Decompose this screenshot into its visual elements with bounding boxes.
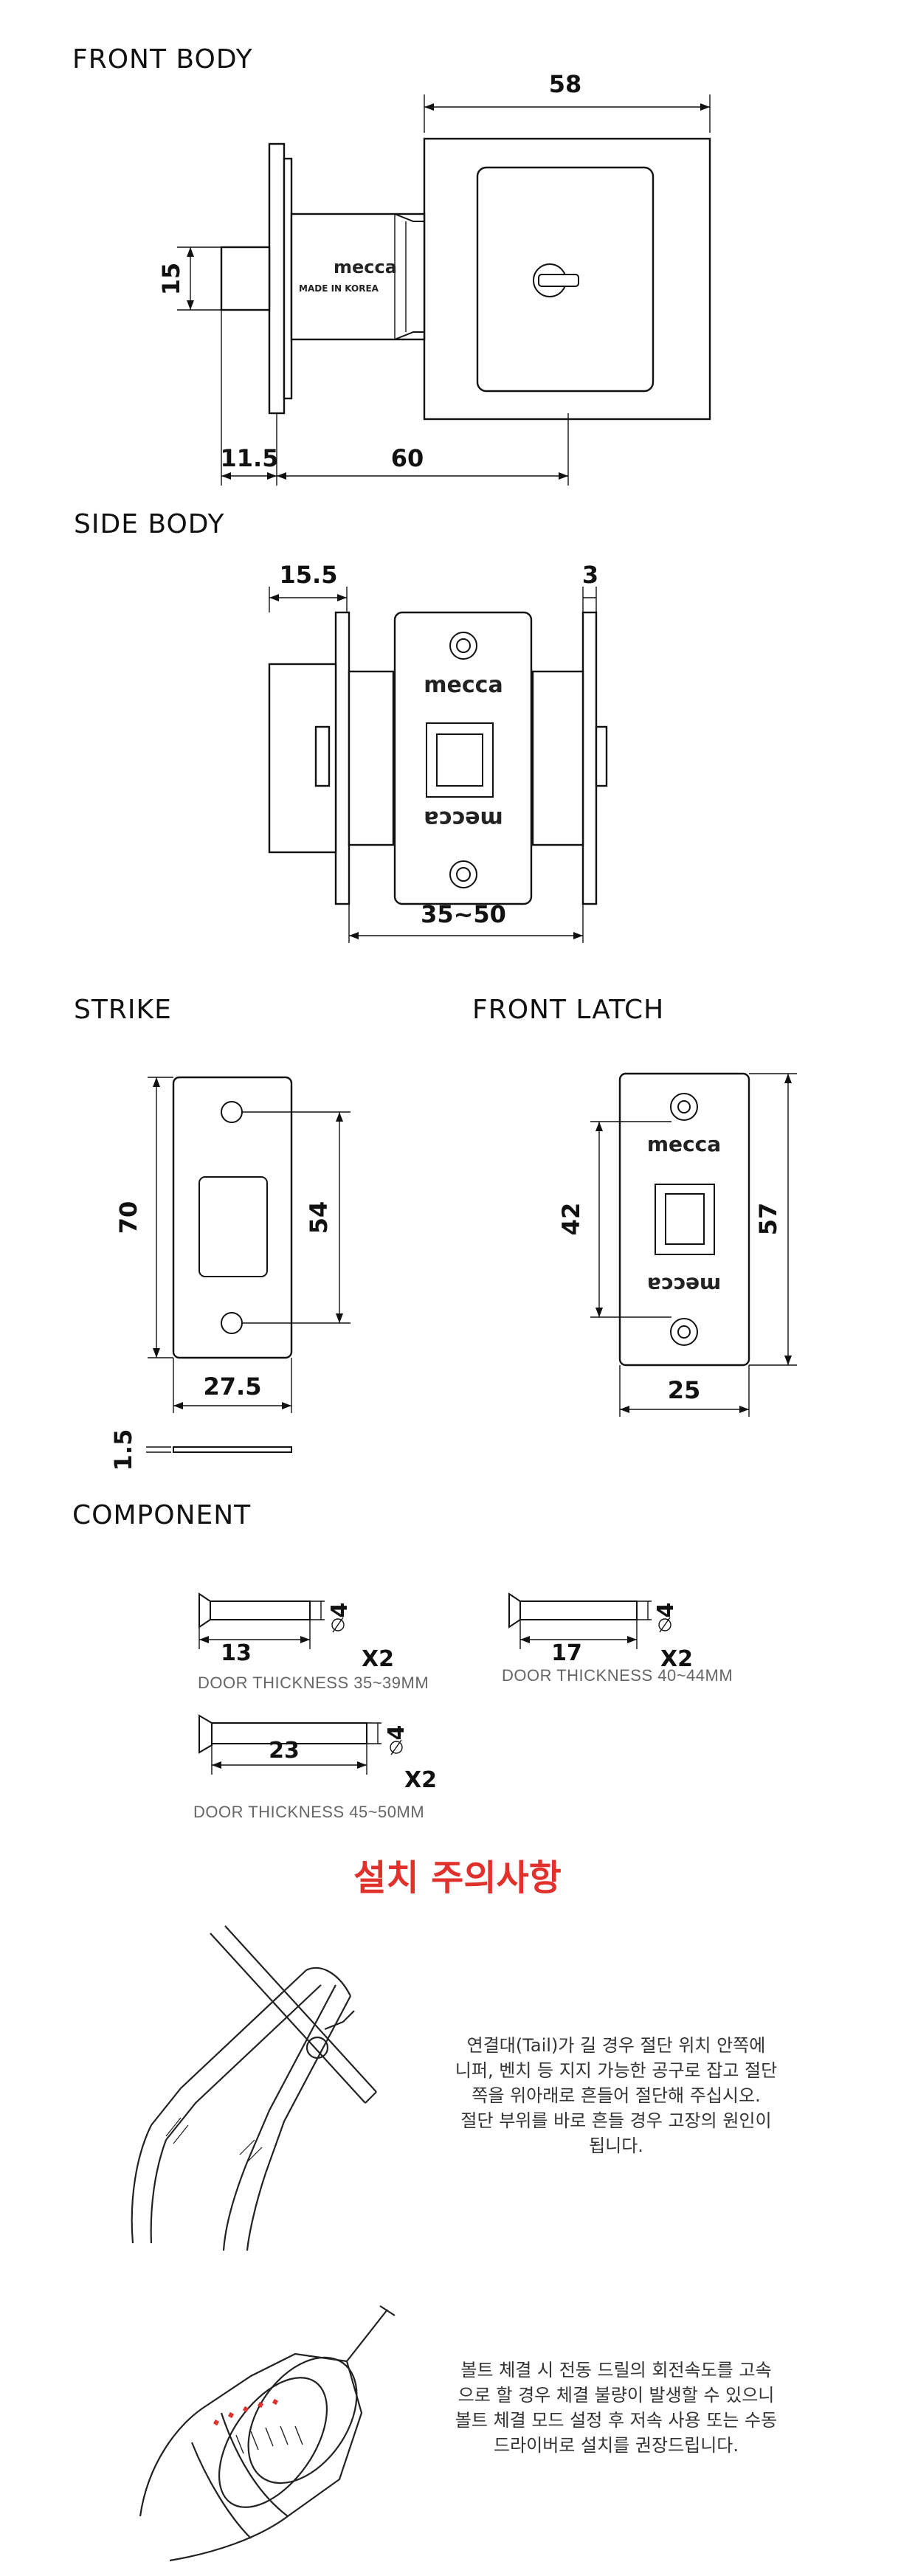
front-latch-height-dim: 57 — [754, 1203, 782, 1236]
screw-2-qty: X2 — [660, 1646, 693, 1668]
pliers-illustration — [131, 1925, 377, 2251]
screw-2-diameter: 4 — [653, 1603, 679, 1618]
front-body-width-dim: 58 — [549, 70, 582, 98]
screw-3-qty: X2 — [404, 1767, 437, 1793]
side-body-brand-logo-bottom: mecca — [424, 806, 503, 832]
screw-13mm: 13 4 X2 — [198, 1592, 394, 1668]
section-title-strike: STRIKE — [74, 995, 172, 1025]
section-title-front-body: FRONT BODY — [72, 44, 253, 75]
bolt-fastening-instructions: 볼트 체결 시 전동 드릴의 회전속도를 고속 으로 할 경우 체결 불량이 발… — [410, 2358, 823, 2458]
tail-cut-line-2: 니퍼, 벤치 등 지지 가능한 공구로 잡고 절단 — [455, 2060, 778, 2081]
front-body-height-dim: 15 — [157, 263, 185, 296]
strike-width-dim: 27.5 — [204, 1372, 262, 1401]
tail-cut-line-3: 쪽을 위아래로 흔들어 절단해 주십시오. — [472, 2085, 761, 2106]
screw-1-qty: X2 — [362, 1646, 394, 1668]
front-body-brand-logo: mecca — [334, 257, 397, 277]
tail-cut-line-1: 연결대(Tail)가 길 경우 절단 위치 안쪽에 — [466, 2035, 766, 2056]
side-body-brand-logo-top: mecca — [424, 672, 503, 698]
screw-3-length: 23 — [269, 1738, 300, 1764]
strike-hole-dim: 54 — [305, 1201, 333, 1235]
side-body-right-dim: 3 — [582, 561, 598, 589]
bolt-line-1: 볼트 체결 시 전동 드릴의 회전속도를 고속 — [460, 2360, 772, 2380]
section-title-front-latch: FRONT LATCH — [472, 995, 665, 1025]
strike-drawing: 70 54 27.5 1.5 — [109, 1076, 351, 1471]
bolt-line-4: 드라이버로 설치를 권장드립니다. — [493, 2435, 739, 2456]
bolt-line-3: 볼트 체결 모드 설정 후 저속 사용 또는 수동 — [455, 2410, 778, 2431]
tail-cut-line-4: 절단 부위를 바로 흔들 경우 고장의 원인이 — [460, 2110, 772, 2131]
drill-illustration — [139, 2305, 396, 2562]
screw-3-door-thickness: DOOR THICKNESS 45~50MM — [193, 1803, 425, 1821]
screw-3-diameter: 4 — [384, 1725, 410, 1741]
screw-2-door-thickness: DOOR THICKNESS 40~44MM — [502, 1666, 733, 1685]
installation-warning-title: 설치 주의사항 — [353, 1857, 562, 1899]
front-latch-hole-dim: 42 — [557, 1203, 585, 1236]
section-title-component: COMPONENT — [72, 1500, 252, 1530]
screw-1-diameter: 4 — [327, 1603, 353, 1618]
strike-height-dim: 70 — [114, 1201, 142, 1235]
tail-cut-line-5: 됩니다. — [589, 2135, 643, 2156]
side-body-drawing: 15.5 3 mecca mecca 35~50 — [268, 561, 608, 943]
made-in-korea-label: MADE IN KOREA — [299, 283, 379, 294]
front-body-drawing: 58 mecca MADE IN KOREA 15 11.5 60 — [157, 70, 711, 486]
strike-thickness-dim: 1.5 — [109, 1429, 137, 1471]
front-latch-brand-logo-bottom: mecca — [647, 1273, 721, 1297]
front-latch-drawing: mecca mecca 42 57 25 — [557, 1072, 797, 1417]
side-body-left-dim: 15.5 — [280, 561, 338, 589]
front-body-length-dim: 60 — [391, 444, 424, 472]
screw-23mm: 23 4 X2 — [198, 1714, 437, 1793]
front-latch-width-dim: 25 — [668, 1376, 701, 1404]
front-latch-brand-logo-top: mecca — [647, 1132, 721, 1156]
front-body-tail-dim: 11.5 — [221, 444, 279, 472]
screw-17mm: 17 4 X2 — [508, 1592, 693, 1668]
bolt-line-2: 으로 할 경우 체결 불량이 발생할 수 있으니 — [458, 2385, 775, 2406]
side-body-range-dim: 35~50 — [421, 900, 506, 928]
screw-1-length: 13 — [221, 1640, 252, 1666]
section-title-side-body: SIDE BODY — [74, 509, 225, 539]
tail-cut-instructions: 연결대(Tail)가 길 경우 절단 위치 안쪽에 니퍼, 벤치 등 지지 가능… — [410, 2033, 823, 2158]
screw-2-length: 17 — [551, 1640, 582, 1666]
screw-1-door-thickness: DOOR THICKNESS 35~39MM — [198, 1674, 429, 1692]
